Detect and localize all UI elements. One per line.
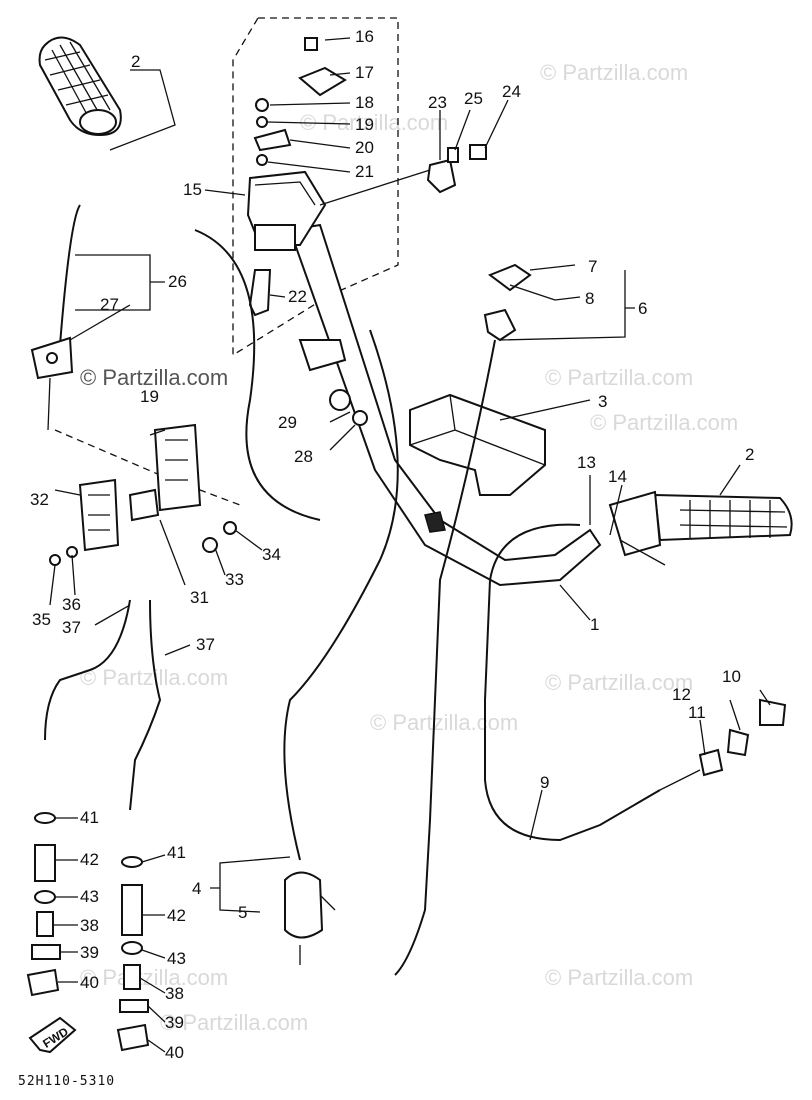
callout-3: 3 <box>598 392 607 411</box>
callout-40-left: 40 <box>80 973 99 992</box>
callout-42-left: 42 <box>80 850 99 869</box>
callout-11: 11 <box>688 703 706 722</box>
lever-bracket <box>49 423 237 566</box>
throttle-cable-end <box>284 871 336 965</box>
clamp-parts <box>426 144 487 194</box>
callout-15: 15 <box>183 180 202 199</box>
callout-5: 5 <box>238 903 247 922</box>
callout-27: 27 <box>100 295 119 314</box>
callout-38-right: 38 <box>165 984 184 1003</box>
brake-cable-9 <box>484 523 661 842</box>
callout-39-left: 39 <box>80 943 99 962</box>
callout-35: 35 <box>32 610 51 629</box>
callout-42-right: 42 <box>167 906 186 925</box>
callout-4: 4 <box>192 879 201 898</box>
adjuster-parts <box>698 698 787 777</box>
left-stack <box>26 812 61 997</box>
cable-loop <box>194 229 321 521</box>
fwd-arrow: FWD <box>28 1016 77 1054</box>
brake-cable-end <box>659 769 701 791</box>
callout-19-switch: 19 <box>140 387 159 406</box>
pivot-parts <box>298 339 368 426</box>
callout-2-right: 2 <box>745 445 754 464</box>
callout-9: 9 <box>540 773 549 792</box>
leader-lines <box>49 37 771 1053</box>
watermark: © Partzilla.com <box>370 710 518 735</box>
callout-33: 33 <box>225 570 244 589</box>
callout-34: 34 <box>262 545 281 564</box>
callout-40-right: 40 <box>165 1043 184 1062</box>
nut-18 <box>255 98 269 112</box>
callout-17: 17 <box>355 63 374 82</box>
callout-28: 28 <box>294 447 313 466</box>
callout-22: 22 <box>288 287 307 306</box>
callout-14: 14 <box>608 467 627 486</box>
drawing-code: 52H110-5310 <box>18 1074 115 1089</box>
callout-18: 18 <box>355 93 374 112</box>
right-stack <box>116 856 150 1052</box>
lever-20 <box>253 128 292 152</box>
watermark: © Partzilla.com <box>545 670 693 695</box>
callout-41-left: 41 <box>80 808 99 827</box>
watermark: © Partzilla.com <box>300 110 448 135</box>
callout-29: 29 <box>278 413 297 432</box>
choke-lever <box>483 263 556 342</box>
choke-cable <box>394 339 496 976</box>
callout-7: 7 <box>588 257 597 276</box>
callout-25: 25 <box>464 89 483 108</box>
left-grip <box>38 36 122 137</box>
callout-23: 23 <box>428 93 447 112</box>
callout-43-left: 43 <box>80 887 99 906</box>
watermark: © Partzilla.com <box>545 965 693 990</box>
engine-stop-switch <box>30 204 81 431</box>
screw-16 <box>304 37 318 51</box>
callout-21: 21 <box>355 162 374 181</box>
watermark: © Partzilla.com <box>590 410 738 435</box>
cover-17 <box>298 66 347 97</box>
handlebar <box>288 223 602 587</box>
callout-16: 16 <box>355 27 374 46</box>
throttle-housing <box>246 37 347 317</box>
callout-12: 12 <box>672 685 691 704</box>
throttle-cable <box>283 329 399 861</box>
callout-2-left: 2 <box>131 52 140 71</box>
callout-41-right: 41 <box>167 843 186 862</box>
callout-31: 31 <box>190 588 209 607</box>
left-hose-b <box>129 599 162 811</box>
callout-6: 6 <box>638 299 647 318</box>
washer-19 <box>256 116 268 128</box>
handlebar-pad <box>409 393 546 496</box>
washer-21 <box>256 154 268 166</box>
callout-24: 24 <box>502 82 521 101</box>
screw-22 <box>248 269 272 317</box>
callout-19: 19 <box>355 115 374 134</box>
callout-37-right: 37 <box>196 635 215 654</box>
callout-13: 13 <box>577 453 596 472</box>
watermark: © Partzilla.com <box>540 60 688 85</box>
callout-20: 20 <box>355 138 374 157</box>
callout-38-left: 38 <box>80 916 99 935</box>
callout-43-right: 43 <box>167 949 186 968</box>
left-hose-a <box>44 599 131 741</box>
callout-8: 8 <box>585 289 594 308</box>
callout-26: 26 <box>168 272 187 291</box>
callout-39-right: 39 <box>165 1013 184 1032</box>
callout-32: 32 <box>30 490 49 509</box>
watermark: © Partzilla.com <box>160 1010 308 1035</box>
watermark: © Partzilla.com <box>545 365 693 390</box>
callout-37-left: 37 <box>62 618 81 637</box>
callout-10: 10 <box>722 667 741 686</box>
callout-labels: 1 2 2 3 4 5 6 7 8 9 10 11 12 13 14 15 16… <box>30 27 754 1062</box>
right-grip <box>608 490 793 566</box>
callout-1: 1 <box>590 615 599 634</box>
watermark-center: © Partzilla.com <box>80 365 228 390</box>
callout-36: 36 <box>62 595 81 614</box>
